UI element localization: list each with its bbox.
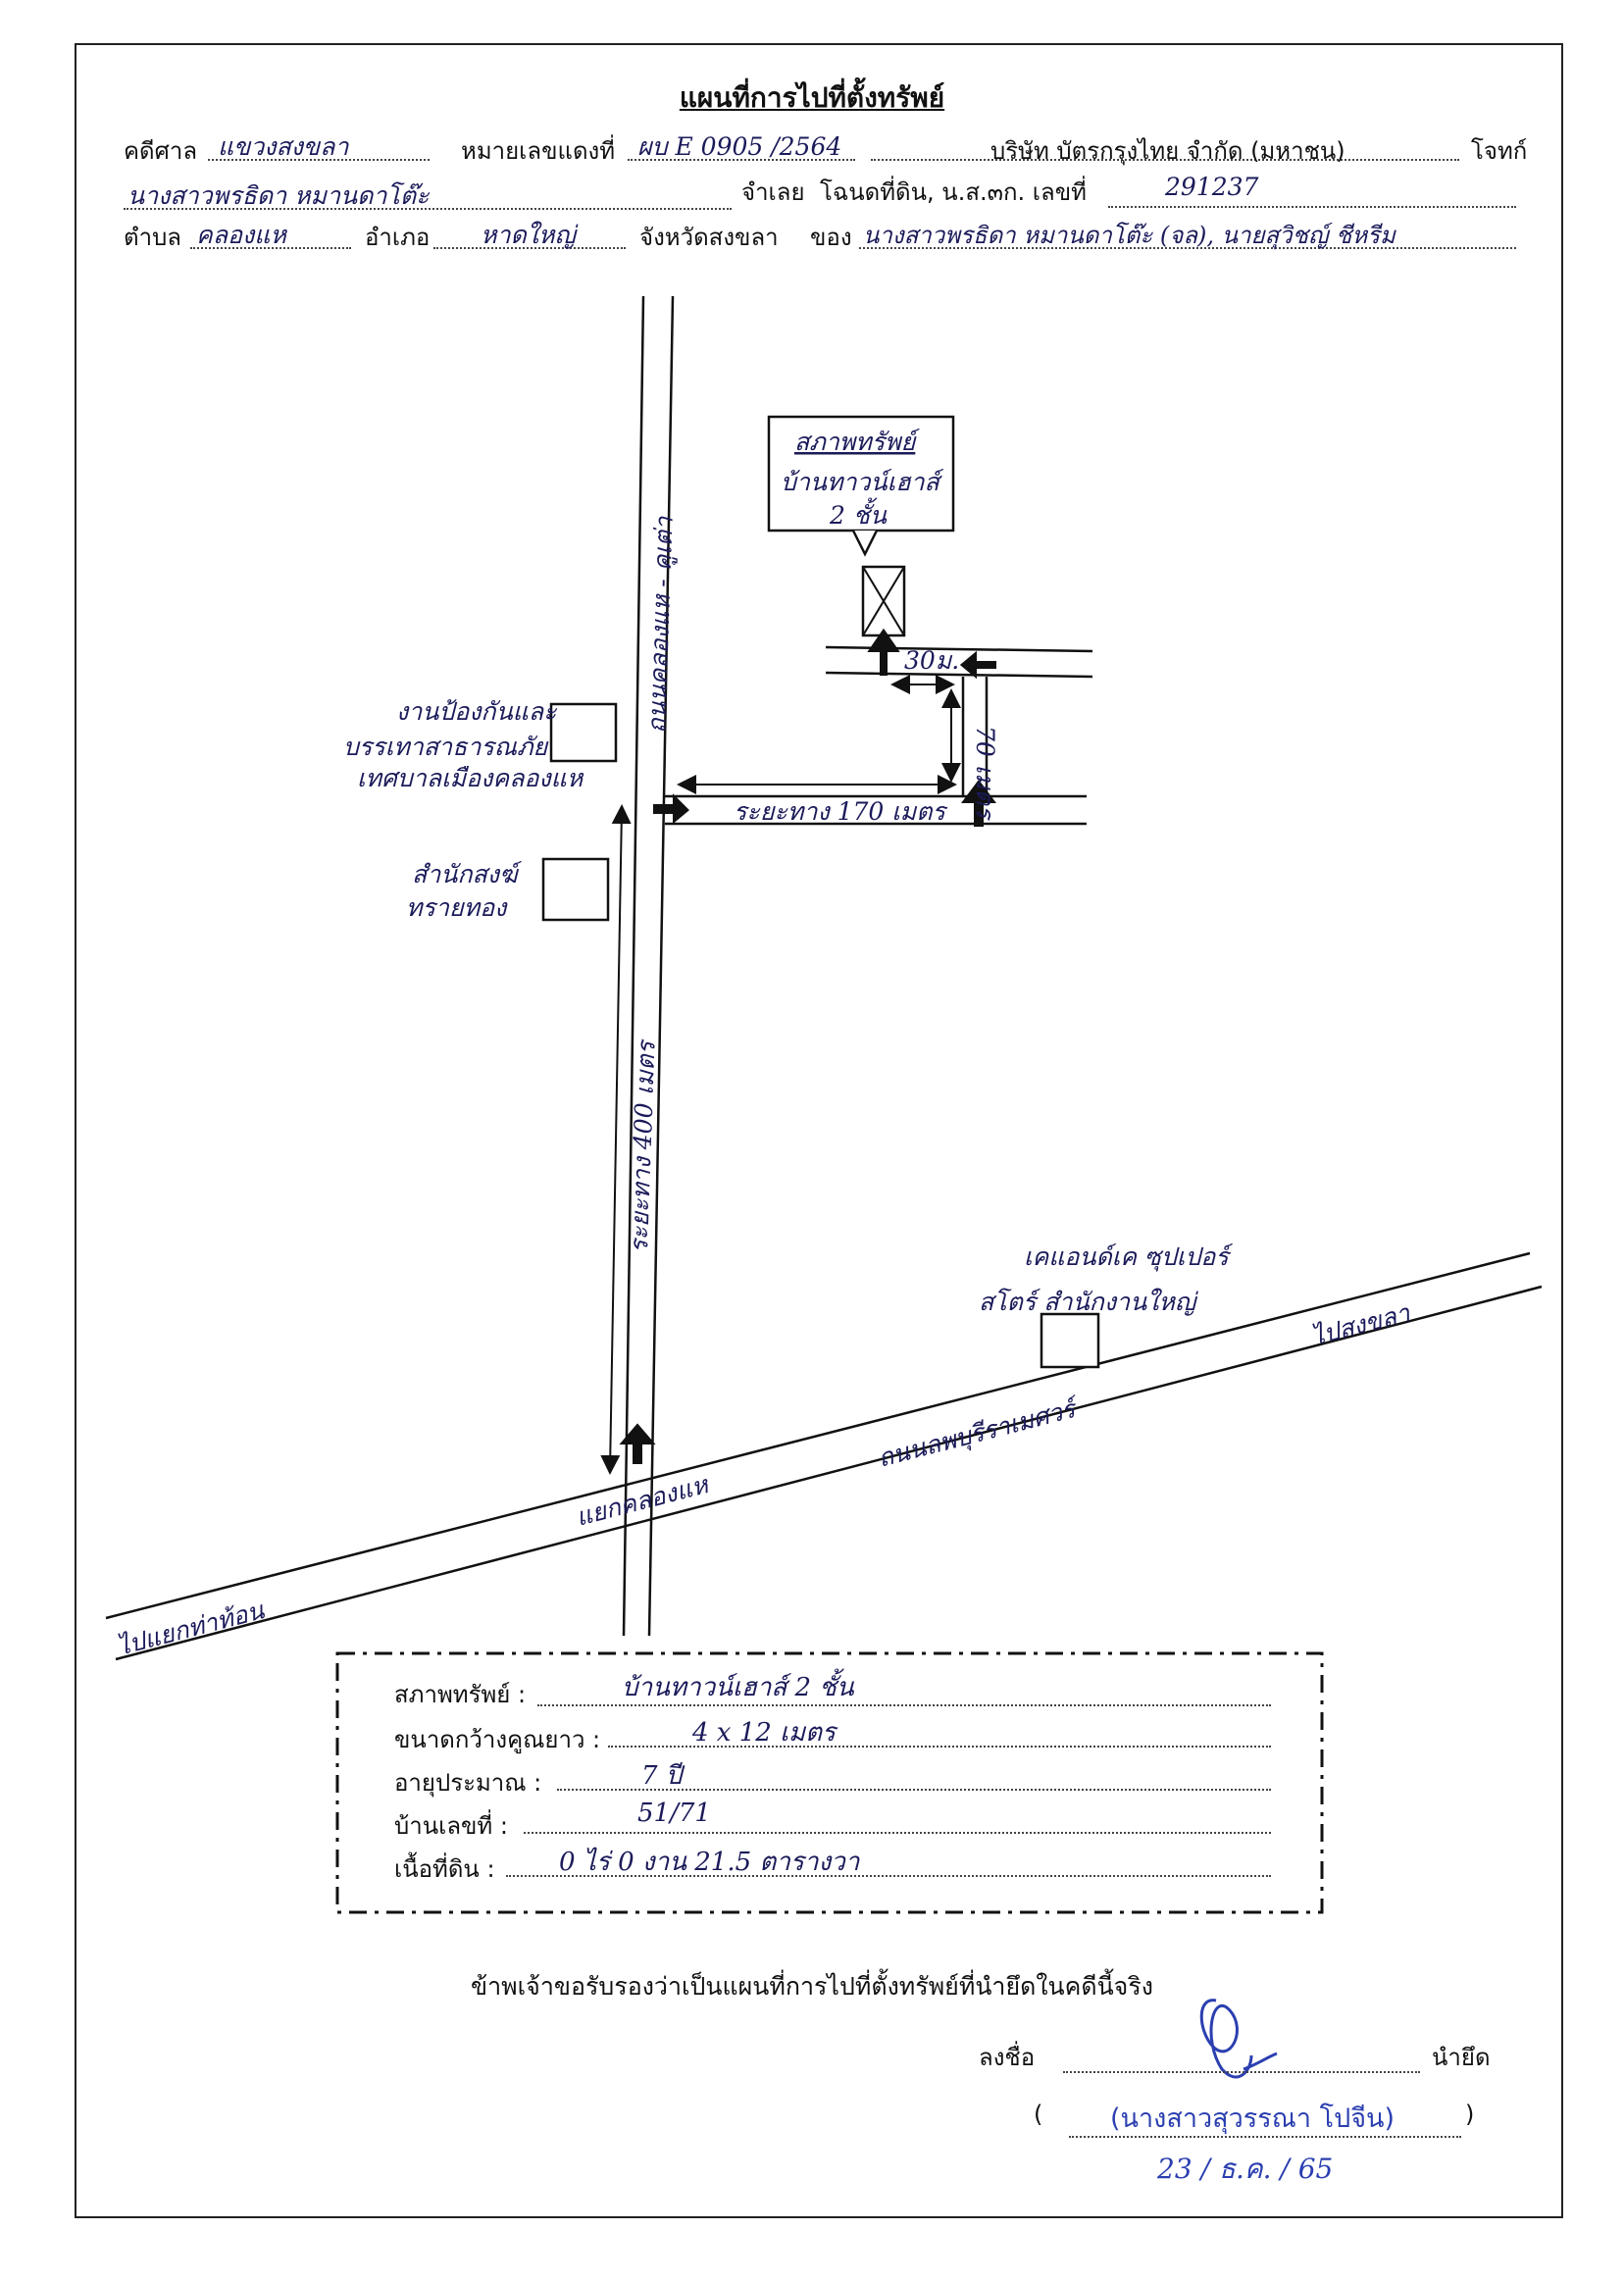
property-callout-line2: 2 ชั้น [829, 497, 888, 530]
district-label: อำเภอ [365, 224, 431, 251]
landmark-2-line1: สำนักสงฆ์ [412, 860, 523, 888]
highway-top-edge [105, 1251, 1531, 1620]
defendant-value: นางสาวพรธิดา หมานดาโต๊ะ [127, 181, 430, 210]
owner-value: นางสาวพรธิดา หมานดาโต๊ะ (จล), นายสุวิชญ์… [863, 222, 1396, 249]
highway-bottom-edge [115, 1285, 1543, 1661]
role-label: นำยึด [1432, 2044, 1491, 2071]
label-highway: ถนนลพบุรีราเมศวร์ [875, 1394, 1083, 1474]
label-170m: ระยะทาง 170 เมตร [734, 797, 948, 826]
document-frame [75, 43, 1563, 2218]
label-30m: 30ม. [904, 646, 959, 675]
subdistrict-dotline [190, 247, 351, 249]
plaintiff-label: โจทก์ [1471, 137, 1528, 165]
size-label: ขนาดกว้างคูณยาว : [394, 1726, 601, 1753]
age-label: อายุประมาณ : [394, 1769, 542, 1797]
age-dotline [557, 1789, 1271, 1791]
direction-arrows [619, 628, 996, 1464]
house-no-value: 51/71 [637, 1799, 711, 1828]
deed-value: 291237 [1165, 173, 1259, 201]
label-main-road: ถนนคลองแห - คูเต่า [642, 515, 680, 734]
case-no-value: ผบ E 0905 /2564 [637, 132, 842, 161]
owner-dotline [859, 247, 1516, 249]
size-value: 4 x 12 เมตร [692, 1718, 836, 1748]
district-value: หาดใหญ่ [481, 221, 576, 249]
court-value: แขวงสงขลา [218, 132, 349, 161]
landmark-3-box [1040, 1312, 1100, 1369]
plaintiff-dotline [871, 159, 1459, 161]
signature-dotline [1063, 2071, 1420, 2073]
deed-dotline [1108, 206, 1516, 208]
landmark-2-line2: ทรายทอง [406, 893, 508, 922]
house-no-dotline [524, 1832, 1271, 1834]
house-no-label: บ้านเลขที่ : [394, 1812, 508, 1840]
landmark-3-line1: เคแอนด์เค ซุปเปอร์ [1024, 1242, 1234, 1272]
sign-label: ลงชื่อ [979, 2044, 1036, 2071]
plaintiff-name: บริษัท บัตรกรุงไทย จำกัด (มหาชน) [990, 137, 1345, 165]
district-dotline [433, 247, 626, 249]
court-dotline [208, 159, 430, 161]
property-callout-title: สภาพทรัพย์ [794, 428, 920, 456]
defendant-dotline [124, 208, 732, 210]
dim-400m [600, 804, 632, 1475]
court-label: คดีศาล [124, 137, 198, 165]
landmark-3-line2: สโตร์ สำนักงานใหญ่ [979, 1288, 1198, 1316]
signer-name: (นางสาวสุวรรณา โปจีน) [1110, 2104, 1396, 2134]
landmark-1-line1: งานป้องกันและ [396, 697, 558, 726]
soi-bottom-edge [825, 671, 1093, 679]
main-road-right-edge [647, 295, 675, 1637]
case-no-dotline [628, 159, 855, 161]
open-paren: ( [1034, 2101, 1043, 2128]
subdistrict-value: คลองแห [196, 221, 286, 249]
label-400m: ระยะทาง 400 เมตร [625, 1039, 661, 1253]
close-paren: ) [1465, 2101, 1475, 2128]
label-70m: 70 เมตร [971, 726, 999, 821]
document-title: แผนที่การไปที่ตั้งทรัพย์ [679, 81, 945, 114]
province-text: จังหวัดสงขลา [639, 224, 779, 251]
condition-value: บ้านทาวน์เฮาส์ 2 ชั้น [622, 1673, 854, 1702]
name-dotline [1069, 2136, 1461, 2138]
certification-text: ข้าพเจ้าขอรับรองว่าเป็นแผนที่การไปที่ตั้… [471, 1972, 1153, 2001]
defendant-label: จำเลย [741, 178, 805, 206]
land-value: 0 ไร่ 0 งาน 21.5 ตารางวา [559, 1848, 860, 1877]
size-dotline [608, 1746, 1271, 1748]
signature-mark [1199, 1999, 1278, 2079]
landmark-1-line3: เทศบาลเมืองคลองแห [357, 764, 584, 792]
age-value: 7 ปี [641, 1761, 683, 1791]
subdistrict-label: ตำบล [124, 224, 182, 251]
landmark-2-box [541, 857, 610, 922]
deed-label: โฉนดที่ดิน, น.ส.๓ก. เลขที่ [820, 178, 1087, 206]
landmark-1-line2: บรรเทาสาธารณภัย [343, 733, 549, 761]
case-no-label: หมายเลขแดงที่ [461, 137, 616, 165]
property-callout-line1: บ้านทาวน์เฮาส์ [781, 468, 944, 496]
land-label: เนื้อที่ดิน : [394, 1855, 495, 1883]
signed-date: 23 / ธ.ค. / 65 [1157, 2153, 1334, 2185]
condition-label: สภาพทรัพย์ : [394, 1681, 527, 1708]
property-callout-pointer [851, 530, 879, 557]
condition-dotline [537, 1704, 1271, 1706]
owner-label: ของ [810, 224, 852, 251]
info-box-border [335, 1651, 1324, 1914]
land-dotline [506, 1875, 1271, 1877]
landmark-1-box [549, 702, 618, 763]
label-to-thatong: ไปแยกท่าท้อน [114, 1596, 268, 1661]
